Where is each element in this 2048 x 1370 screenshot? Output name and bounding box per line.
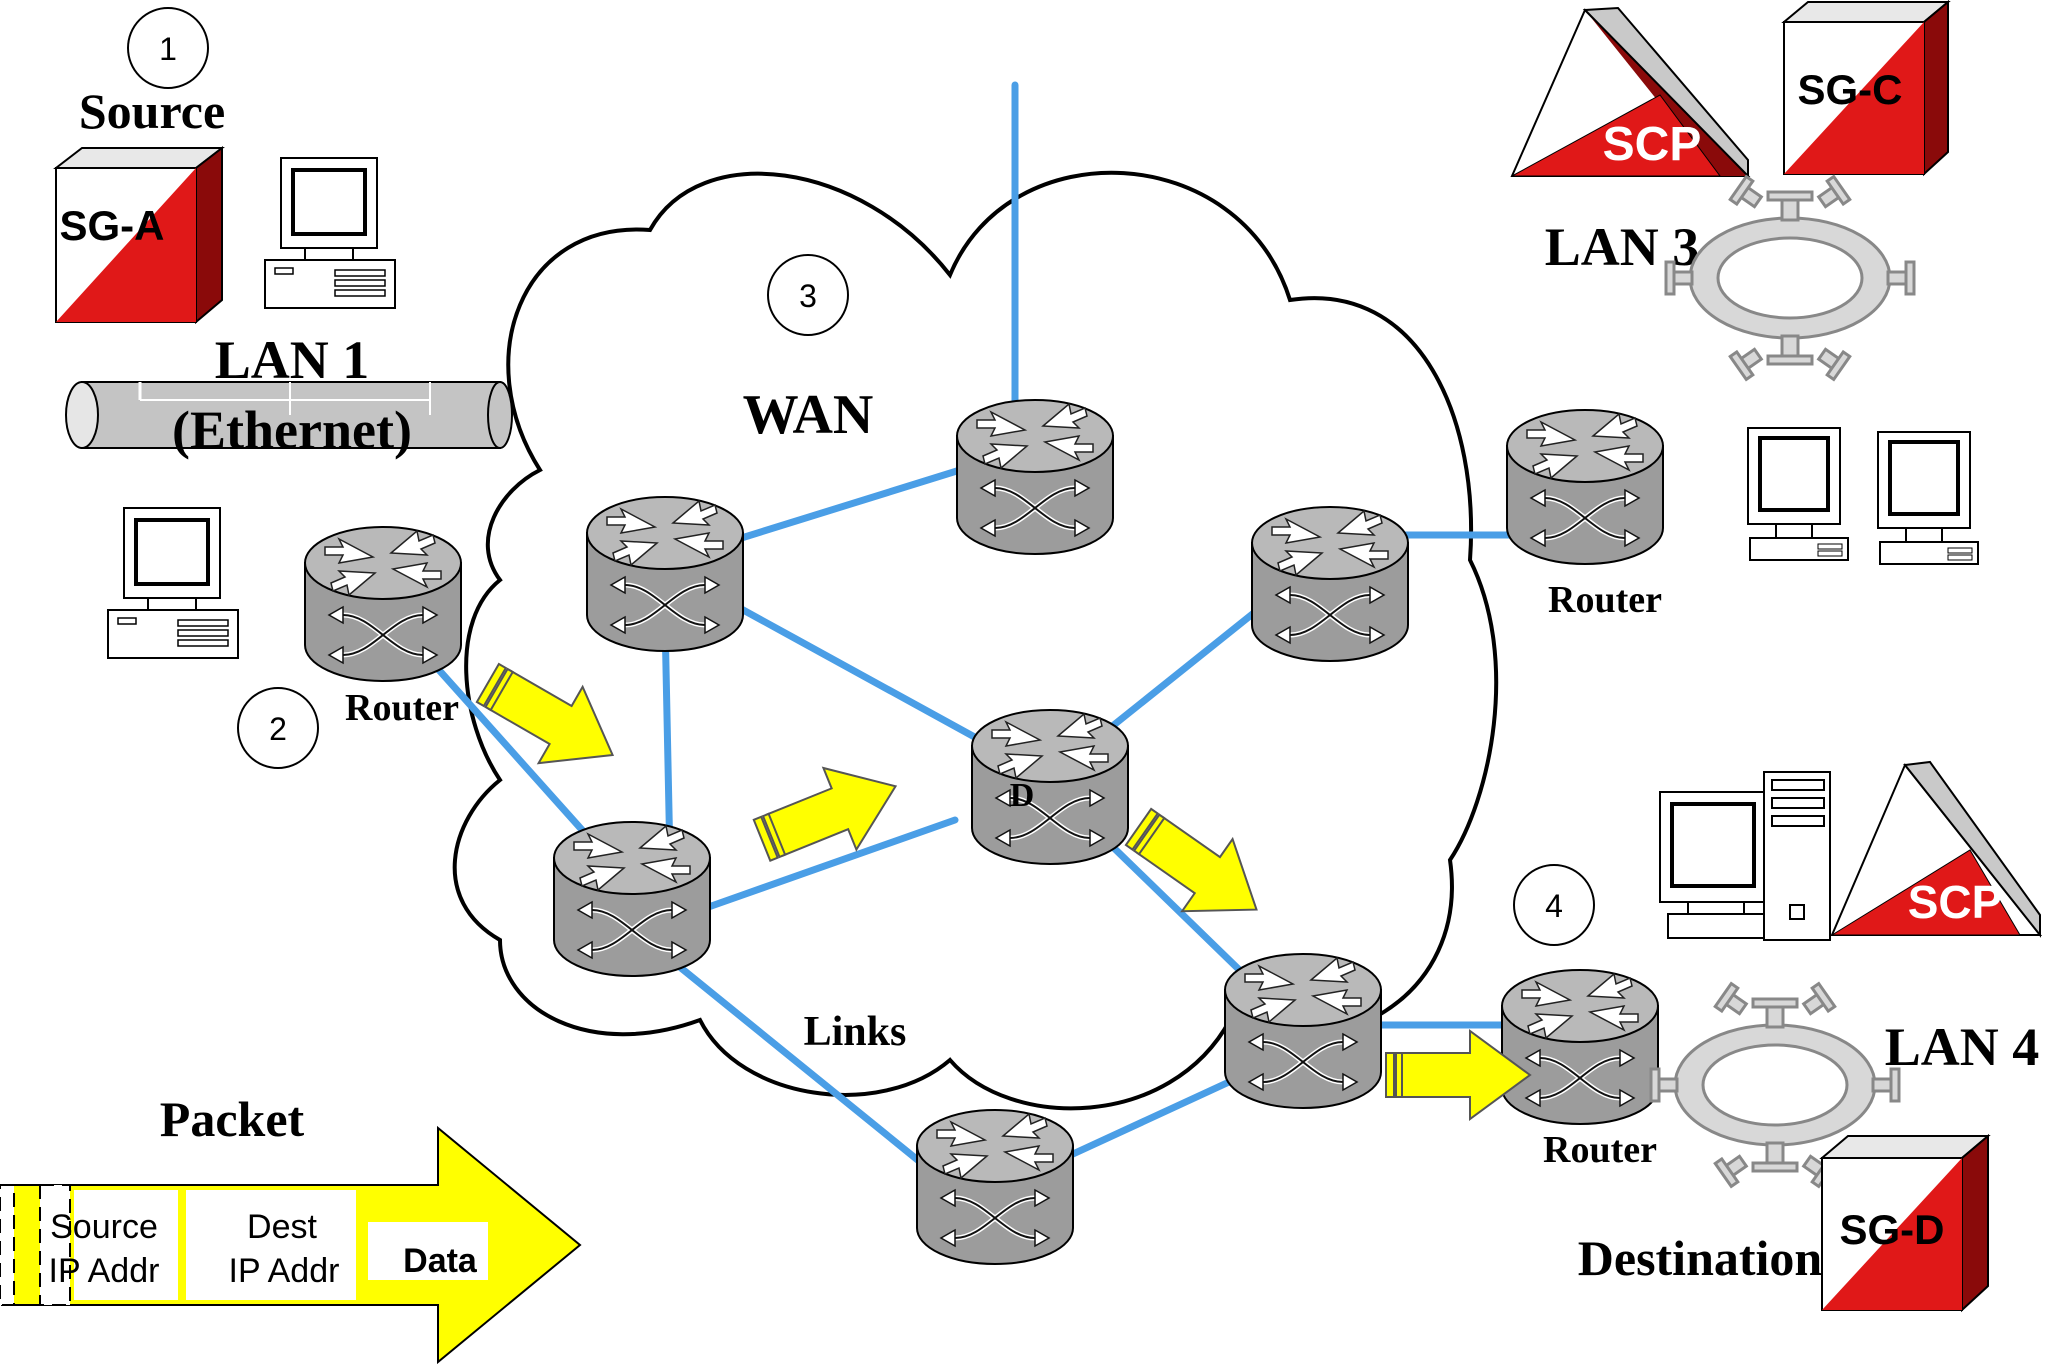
scp-top-device[interactable]: SCP bbox=[1510, 6, 1751, 179]
step-1-marker: 1 bbox=[127, 7, 209, 89]
router-wan-upper-left[interactable] bbox=[587, 497, 743, 651]
pc-lan1-bottom[interactable] bbox=[106, 506, 240, 660]
packet-dest-field-line2: IP Addr bbox=[229, 1252, 340, 1290]
lan3-label: LAN 3 bbox=[1545, 217, 1700, 277]
workstation-lan3-b[interactable] bbox=[1876, 430, 1980, 566]
router-lan4[interactable] bbox=[1502, 970, 1658, 1124]
destination-label: Destination bbox=[1578, 1230, 1823, 1286]
pc-lan4[interactable] bbox=[1659, 771, 1831, 941]
packet-label: Packet bbox=[160, 1091, 305, 1147]
step-4-marker: 4 bbox=[1513, 864, 1595, 946]
lan1-label: LAN 1 bbox=[215, 330, 370, 390]
packet-data-field: Data bbox=[403, 1242, 478, 1280]
packet-dest-field: Dest bbox=[247, 1208, 317, 1246]
workstation-lan3-a[interactable] bbox=[1746, 426, 1850, 562]
pc-lan1-top[interactable] bbox=[263, 156, 397, 310]
ethernet-label: (Ethernet) bbox=[172, 400, 412, 460]
step-3-marker: 3 bbox=[767, 254, 849, 336]
router-wan-lower-left[interactable] bbox=[554, 822, 710, 976]
router-wan-top[interactable] bbox=[957, 400, 1113, 554]
router-lan3[interactable] bbox=[1507, 410, 1663, 564]
sg-c-label: SG-C bbox=[1798, 66, 1903, 113]
network-links bbox=[426, 81, 1544, 1174]
step-2-marker: 2 bbox=[237, 687, 319, 769]
router-lan4-label: Router bbox=[1543, 1129, 1657, 1171]
sg-c-device[interactable]: SG-C bbox=[1781, 0, 1951, 177]
center-router-mark: D bbox=[1010, 777, 1035, 814]
router-lan3-label: Router bbox=[1548, 579, 1662, 621]
source-label: Source bbox=[79, 83, 225, 139]
svg-text:1: 1 bbox=[159, 31, 177, 67]
scp-top-label: SCP bbox=[1603, 118, 1702, 171]
sg-d-device[interactable]: SG-D bbox=[1819, 1133, 1991, 1313]
scp-bottom-label: SCP bbox=[1908, 876, 2003, 928]
svg-text:4: 4 bbox=[1545, 888, 1563, 924]
router-lan1-label: Router bbox=[345, 687, 459, 729]
ethernet-cable bbox=[65, 381, 513, 449]
router-wan-upper-right[interactable] bbox=[1252, 507, 1408, 661]
lan4-label: LAN 4 bbox=[1885, 1017, 2040, 1077]
svg-text:2: 2 bbox=[269, 711, 287, 747]
router-lan1[interactable] bbox=[305, 527, 461, 681]
lan3-ring bbox=[1664, 175, 1916, 381]
router-wan-bottom[interactable] bbox=[917, 1110, 1073, 1264]
sg-d-label: SG-D bbox=[1840, 1206, 1945, 1253]
packet-source-field: Source bbox=[50, 1208, 158, 1246]
router-wan-lower-right[interactable] bbox=[1225, 954, 1381, 1108]
wan-label: WAN bbox=[743, 384, 874, 446]
svg-text:3: 3 bbox=[799, 278, 817, 314]
scp-bottom-device[interactable]: SCP bbox=[1830, 760, 2043, 938]
packet-source-field-line2: IP Addr bbox=[49, 1252, 160, 1290]
sg-a-device[interactable]: SG-A bbox=[53, 145, 225, 325]
sg-a-label: SG-A bbox=[60, 202, 165, 249]
packet-arrow bbox=[0, 1125, 582, 1365]
router-wan-center[interactable] bbox=[972, 710, 1128, 864]
links-label: Links bbox=[804, 1009, 907, 1055]
